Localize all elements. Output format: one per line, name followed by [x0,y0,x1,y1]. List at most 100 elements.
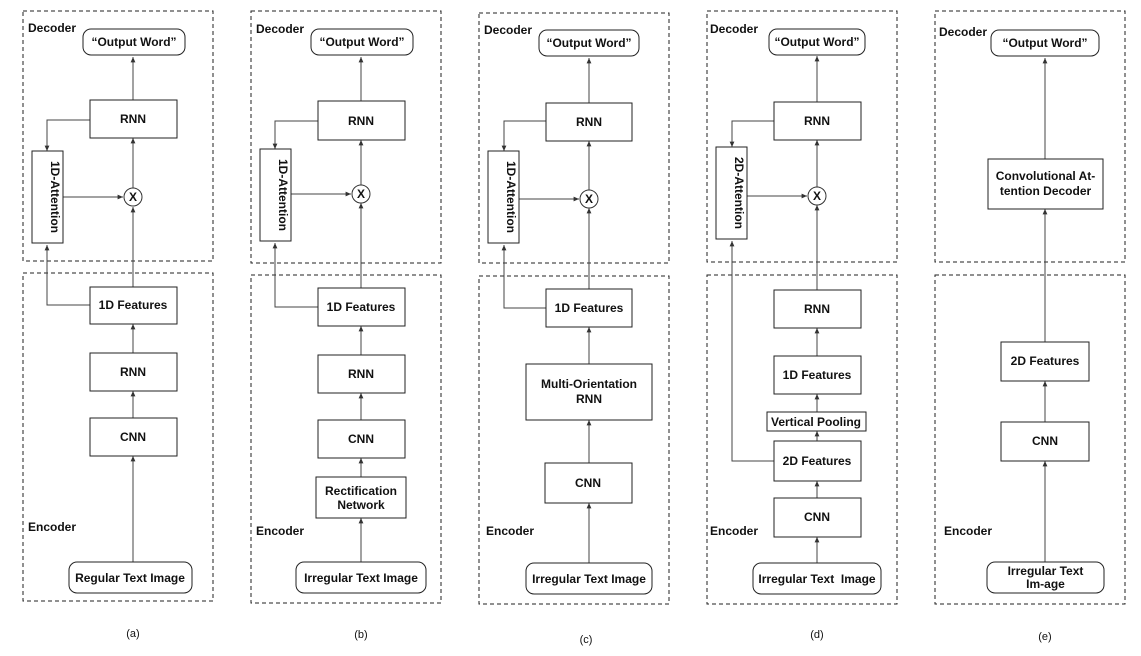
rectification-network-wrap: Rectification Network [324,483,397,512]
encoder-block-label: Rectification Network [324,483,397,512]
encoder-label: Encoder [710,524,758,538]
multiply-node [123,187,143,207]
decoder-region [478,12,670,264]
encoder-label: Encoder [486,524,534,538]
encoder-block [315,476,407,519]
input-image-label: Irregular Text Im-age [1007,563,1084,591]
panel-caption: (c) [580,634,593,646]
encoder-block [317,354,406,394]
input-image-box [986,561,1105,594]
output-word-label: “Output Word” [1002,36,1087,50]
encoder-block [89,417,178,457]
panel-caption: (a) [126,628,139,640]
decoder-rnn-box [545,102,633,142]
encoder-block [766,411,867,432]
attention-box [715,146,748,240]
encoder-block-label: 2D Features [1011,354,1080,368]
multiply-symbol: X [585,192,593,206]
attention-box [31,150,64,244]
encoder-block-label: CNN [575,476,601,490]
encoder-region [934,274,1126,605]
input-image-box [68,561,193,594]
encoder-region [706,274,898,605]
multiply-symbol: X [357,187,365,201]
output-word-label: “Output Word” [319,35,404,49]
encoder-block-label: Vertical Pooling [771,415,861,429]
output-word-label: “Output Word” [774,35,859,49]
encoder-block [544,462,633,504]
attention-label: 1D-Attention [48,161,62,233]
decoder-block [987,158,1104,210]
encoder-block [773,355,862,395]
input-image-label: Irregular Text Image [532,572,646,586]
multiply-node [579,189,599,209]
decoder-rnn-label: RNN [348,114,374,128]
output-word-box [990,29,1100,57]
encoder-block [89,352,178,392]
encoder-block-label: RNN [348,367,374,381]
encoder-block [773,440,862,482]
decoder-rnn-box [317,100,406,141]
panel-caption: (e) [1038,631,1051,643]
decoder-block-label: Convolutional At-tention Decoder [995,169,1096,198]
panel-c: Decoder Encoder “Output Word” RNN 1D-Att… [478,12,670,646]
encoder-block [317,419,406,459]
decoder-region [250,10,442,264]
decoder-label: Decoder [28,21,76,35]
decoder-label: Decoder [256,22,304,36]
panel-d: Decoder Encoder “Output Word” RNN 2D-Att… [706,10,898,641]
encoder-label: Encoder [944,524,992,538]
encoder-block-label: RNN [804,302,830,316]
output-word-box [538,29,640,57]
conv-attention-decoder-wrap: Convolutional At-tention Decoder [995,169,1096,198]
panel-a: Decoder Encoder “Output Word” RNN 1D-Att… [22,10,214,640]
encoder-label: Encoder [28,520,76,534]
encoder-block-label: 2D Features [783,454,852,468]
decoder-rnn-label: RNN [576,115,602,129]
encoder-block [1000,421,1090,462]
attention-box [487,150,520,244]
encoder-block-label: 1D Features [99,298,168,312]
encoder-block-label: CNN [1032,434,1058,448]
output-word-box [768,28,866,56]
decoder-rnn-box [89,99,178,139]
decoder-label: Decoder [710,22,758,36]
decoder-region [706,10,898,263]
encoder-block-label: CNN [120,430,146,444]
panel-e: Decoder Encoder “Output Word” Convolutio… [934,10,1126,643]
panel-caption: (b) [354,629,367,641]
encoder-block-label: RNN [120,365,146,379]
decoder-rnn-label: RNN [120,112,146,126]
encoder-block-label: Multi-Orientation RNN [541,377,637,406]
output-word-label: “Output Word” [91,35,176,49]
encoder-block-label: CNN [348,432,374,446]
panel-caption: (d) [810,629,823,641]
input-image-label: Regular Text Image [75,571,185,585]
input-image-box [752,562,882,595]
encoder-block [89,286,178,325]
decoder-label: Decoder [939,25,987,39]
output-word-box [310,28,414,56]
input-image-label: Irregular Text Image [304,571,418,585]
decoder-region [22,10,214,262]
output-word-label: “Output Word” [546,36,631,50]
multiply-node [351,184,371,204]
input-image-wrap: Irregular Text Im-age [1007,563,1084,591]
multiply-node [807,186,827,206]
input-image-box [525,562,653,595]
encoder-block-label: 1D Features [555,301,624,315]
encoder-label: Encoder [256,524,304,538]
encoder-region [22,272,214,602]
decoder-label: Decoder [484,23,532,37]
output-word-box [82,28,186,56]
encoder-block [317,287,406,327]
encoder-block-label: 1D Features [783,368,852,382]
encoder-block-label: 1D Features [327,300,396,314]
attention-label: 1D-Attention [276,159,290,231]
decoder-rnn-box [773,101,862,141]
decoder-rnn-label: RNN [804,114,830,128]
multiply-symbol: X [813,189,821,203]
attention-box [259,148,292,242]
panel-b: Decoder Encoder “Output Word” RNN 1D-Att… [250,10,442,641]
